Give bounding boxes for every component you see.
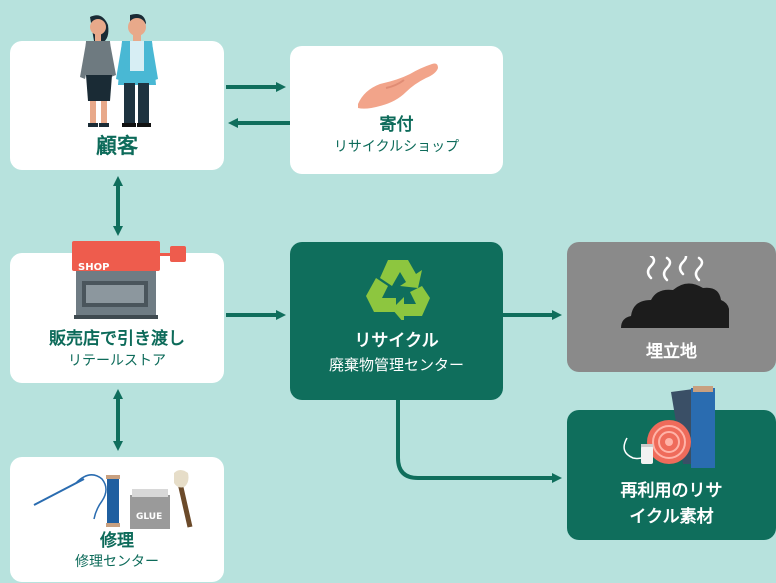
retail-box: SHOP 販売店で引き渡し リテールストア [10, 241, 224, 383]
recycle-icon [366, 260, 430, 320]
donation-subtitle: リサイクルショップ [333, 139, 460, 155]
shop-icon [72, 241, 186, 319]
repair-title: 修理 [100, 531, 134, 551]
people-icon [80, 14, 158, 127]
reuse-title-line2: イクル素材 [629, 507, 714, 527]
fabric-rolls-icon [623, 386, 715, 468]
shop-sign-label: SHOP [78, 262, 110, 273]
donation-box: 寄付 リサイクルショップ [290, 46, 503, 174]
garbage-pile-icon [621, 256, 729, 328]
repair-box: GLUE 修理 修理センター [10, 457, 224, 582]
hand-icon [358, 63, 438, 109]
sewing-tools-icon [33, 470, 193, 529]
landfill-title: 埋立地 [646, 342, 697, 362]
customer-box: 顧客 [10, 14, 224, 170]
retail-title: 販売店で引き渡し [49, 329, 185, 349]
recycle-box: リサイクル 廃棄物管理センター [290, 242, 503, 400]
landfill-box: 埋立地 [567, 242, 776, 372]
customer-title: 顧客 [96, 134, 138, 158]
reuse-title-line1: 再利用のリサ [620, 481, 723, 501]
glue-label: GLUE [136, 512, 163, 522]
recycle-subtitle: 廃棄物管理センター [328, 356, 464, 374]
recycle-title: リサイクル [354, 331, 439, 351]
arrow-recycle-to-reuse [396, 400, 562, 483]
repair-subtitle: 修理センター [75, 554, 159, 570]
reuse-box: 再利用のリサ イクル素材 [567, 386, 776, 540]
retail-subtitle: リテールストア [68, 353, 166, 369]
donation-title: 寄付 [379, 115, 414, 135]
